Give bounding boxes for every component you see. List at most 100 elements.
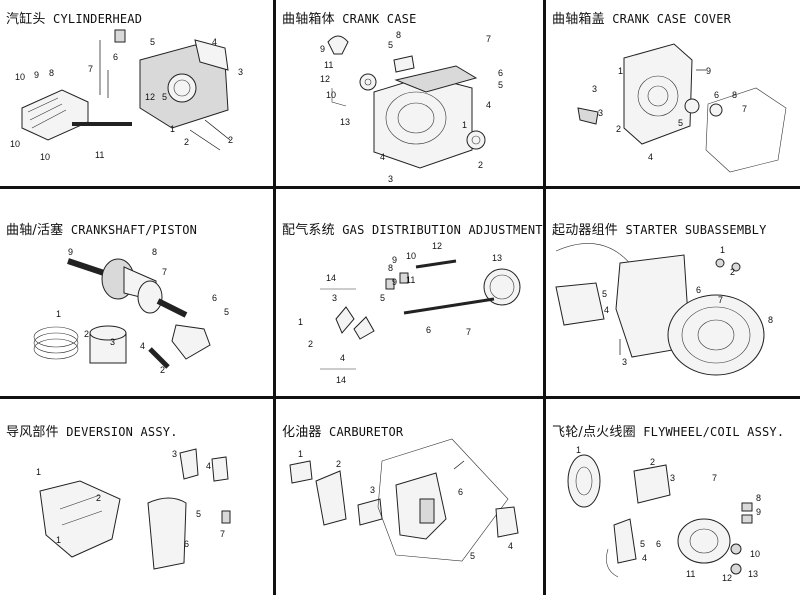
carburetor-illustration: 12 34 56 — [289, 438, 519, 562]
svg-text:8: 8 — [388, 263, 393, 273]
svg-text:4: 4 — [486, 100, 491, 110]
svg-text:1: 1 — [170, 124, 175, 134]
svg-text:3: 3 — [238, 67, 243, 77]
svg-text:1: 1 — [298, 449, 303, 459]
svg-text:4: 4 — [340, 353, 345, 363]
svg-text:5: 5 — [224, 307, 229, 317]
svg-text:9: 9 — [756, 507, 761, 517]
svg-text:13: 13 — [340, 117, 350, 127]
svg-text:6: 6 — [656, 539, 661, 549]
svg-text:1: 1 — [56, 535, 61, 545]
svg-text:6: 6 — [113, 52, 118, 62]
svg-text:2: 2 — [184, 137, 189, 147]
divider-horizontal-1 — [0, 186, 800, 189]
svg-text:6: 6 — [714, 90, 719, 100]
svg-text:5: 5 — [498, 80, 503, 90]
svg-text:6: 6 — [458, 487, 463, 497]
svg-text:1: 1 — [36, 467, 41, 477]
svg-text:1: 1 — [576, 445, 581, 455]
svg-text:2: 2 — [84, 329, 89, 339]
svg-text:4: 4 — [648, 152, 653, 162]
svg-text:5: 5 — [196, 509, 201, 519]
svg-text:10: 10 — [406, 251, 416, 261]
svg-text:8: 8 — [49, 68, 54, 78]
svg-text:7: 7 — [162, 267, 167, 277]
svg-text:5: 5 — [162, 92, 167, 102]
svg-text:12: 12 — [432, 241, 442, 251]
svg-text:7: 7 — [466, 327, 471, 337]
svg-text:2: 2 — [228, 135, 233, 145]
svg-text:4: 4 — [380, 152, 385, 162]
svg-text:3: 3 — [332, 293, 337, 303]
svg-text:9: 9 — [68, 247, 73, 257]
svg-text:3: 3 — [622, 357, 627, 367]
panel-title: 配气系统 GAS DISTRIBUTION ADJUSTMENT — [282, 223, 543, 238]
panel-title: 起动器组件 STARTER SUBASSEMBLY — [552, 223, 767, 238]
svg-text:13: 13 — [492, 253, 502, 263]
panel-gas-distribution: 配气系统 GAS DISTRIBUTION ADJUSTMENT 12 13 14… — [276, 189, 543, 396]
panel-title: 曲轴箱体 CRANK CASE — [282, 12, 417, 27]
svg-text:2: 2 — [478, 160, 483, 170]
divider-vertical-1 — [273, 0, 276, 595]
svg-text:10: 10 — [10, 139, 20, 149]
svg-text:11: 11 — [686, 569, 695, 579]
svg-text:6: 6 — [184, 539, 189, 549]
svg-text:9: 9 — [392, 277, 397, 287]
svg-text:14: 14 — [326, 273, 336, 283]
svg-text:3: 3 — [110, 337, 115, 347]
svg-text:12: 12 — [722, 573, 732, 583]
svg-text:4: 4 — [642, 553, 647, 563]
svg-text:9: 9 — [706, 66, 711, 76]
svg-text:13: 13 — [748, 569, 758, 579]
svg-text:3: 3 — [370, 485, 375, 495]
svg-text:3: 3 — [172, 449, 177, 459]
divider-horizontal-2 — [0, 396, 800, 399]
svg-text:7: 7 — [486, 34, 491, 44]
svg-text:4: 4 — [206, 461, 211, 471]
svg-text:3: 3 — [388, 174, 393, 184]
svg-text:5: 5 — [150, 37, 155, 47]
svg-text:2: 2 — [650, 457, 655, 467]
svg-text:7: 7 — [742, 104, 747, 114]
svg-text:4: 4 — [508, 541, 513, 551]
svg-text:10: 10 — [326, 90, 336, 100]
svg-text:2: 2 — [730, 267, 735, 277]
svg-text:3: 3 — [670, 473, 675, 483]
svg-text:11: 11 — [324, 60, 333, 70]
divider-vertical-2 — [543, 0, 546, 595]
svg-text:5: 5 — [470, 551, 475, 561]
svg-text:7: 7 — [712, 473, 717, 483]
svg-text:12: 12 — [320, 74, 330, 84]
svg-text:5: 5 — [388, 40, 393, 50]
svg-text:6: 6 — [498, 68, 503, 78]
svg-text:8: 8 — [756, 493, 761, 503]
panel-title: 飞轮/点火线圈 FLYWHEEL/COIL ASSY. — [552, 425, 785, 440]
svg-text:10: 10 — [750, 549, 760, 559]
svg-text:9: 9 — [392, 255, 397, 265]
panel-title: 化油器 CARBURETOR — [282, 425, 404, 440]
svg-text:7: 7 — [220, 529, 225, 539]
svg-text:2: 2 — [308, 339, 313, 349]
svg-text:1: 1 — [618, 66, 623, 76]
svg-text:6: 6 — [426, 325, 431, 335]
panel-title: 曲轴箱盖 CRANK CASE COVER — [552, 12, 732, 27]
svg-text:8: 8 — [768, 315, 773, 325]
svg-text:2: 2 — [96, 493, 101, 503]
svg-text:2: 2 — [160, 365, 165, 375]
svg-text:14: 14 — [336, 375, 346, 385]
svg-text:11: 11 — [406, 275, 415, 285]
svg-text:9: 9 — [320, 44, 325, 54]
svg-text:9: 9 — [34, 70, 39, 80]
svg-text:12: 12 — [145, 92, 155, 102]
svg-text:3: 3 — [598, 108, 603, 118]
panel-title: 曲轴/活塞 CRANKSHAFT/PISTON — [6, 223, 198, 238]
